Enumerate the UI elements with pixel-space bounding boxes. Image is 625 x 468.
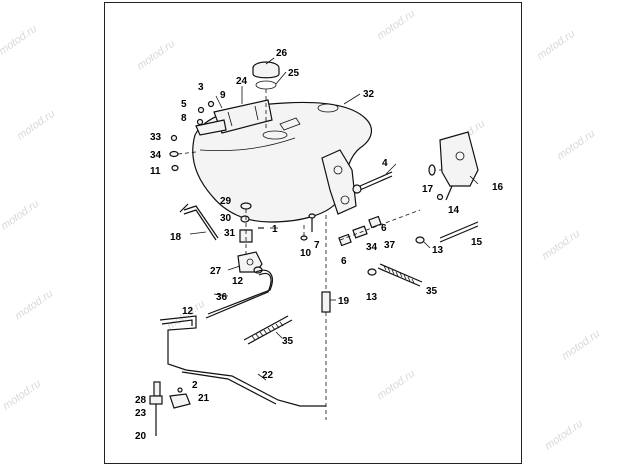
petcock-27-drawing [237,251,263,274]
callout-18: 18 [170,232,182,243]
callout-27: 27 [210,266,222,277]
callout-7: 7 [314,240,320,251]
callout-6-b: 6 [381,223,387,234]
callout-12: 12 [232,276,244,287]
small-hardware-drawing [169,100,215,172]
watermark: motod.ru [375,368,417,403]
watermark: motod.ru [540,228,582,263]
callout-16: 16 [492,182,504,193]
callout-9: 9 [220,90,226,101]
watermark: motod.ru [135,38,177,73]
hose-15-drawing [439,221,479,239]
callout-10: 10 [300,248,312,259]
callout-34: 34 [150,150,162,161]
callout-13-b: 13 [366,292,378,303]
watermark: motod.ru [375,8,417,43]
callout-11: 11 [150,166,161,177]
callout-32: 32 [363,89,375,100]
hose-35-right-drawing [377,263,423,287]
callout-8: 8 [181,113,187,124]
callout-30: 30 [220,213,232,224]
filler-cap-drawing [252,61,280,128]
screws-7-10-drawing [300,213,316,241]
front-mount-drawing [321,149,357,215]
watermark: motod.ru [555,128,597,163]
washers-29-31-drawing [239,202,253,256]
watermark: motod.ru [13,288,55,323]
callout-35-b: 35 [282,336,294,347]
callout-24: 24 [236,76,248,87]
callout-35: 35 [426,286,438,297]
callout-15: 15 [471,237,483,248]
callout-29: 29 [220,196,232,207]
callout-23: 23 [135,408,147,419]
lever-18-drawing [179,203,219,241]
callout-6: 6 [341,256,347,267]
hose-35-left-drawing [243,315,293,345]
callout-28: 28 [135,395,147,406]
hose-15-drawing [439,225,479,243]
callout-20: 20 [135,431,147,442]
screw-14-17-drawing [428,164,444,201]
leader-lines [189,57,479,381]
watermark: motod.ru [535,28,577,63]
watermark: motod.ru [15,108,57,143]
callout-13: 13 [432,245,444,256]
callout-3: 3 [198,82,204,93]
callout-22: 22 [262,370,274,381]
callout-17: 17 [422,184,434,195]
callout-14: 14 [448,205,460,216]
watermark: motod.ru [1,378,43,413]
panel-bracket-drawing [195,119,227,136]
fittings-drawing [338,209,425,276]
watermark-layer: motod.ru motod.ru motod.ru motod.ru moto… [0,8,602,453]
callout-1: 1 [272,224,278,235]
callout-26: 26 [276,48,288,59]
watermark: motod.ru [0,198,41,233]
callout-labels: 26 25 24 3 9 5 8 32 33 34 11 4 16 17 14 … [135,48,504,442]
connector-19-drawing [321,215,331,420]
callout-33: 33 [150,132,162,143]
callout-5: 5 [181,99,187,110]
callout-21: 21 [198,393,210,404]
callout-2: 2 [192,380,198,391]
callout-19: 19 [338,296,350,307]
fuel-line-36-drawing [205,272,272,319]
fuel-line-36-drawing [207,269,273,315]
callout-12-b: 12 [182,306,194,317]
bolt-4-drawing [352,171,393,194]
callout-31: 31 [224,228,236,239]
callout-25: 25 [288,68,300,79]
watermark: motod.ru [560,328,602,363]
callout-34-b: 34 [366,242,378,253]
callout-37: 37 [384,240,396,251]
callout-4: 4 [382,158,388,169]
callout-36: 36 [216,292,228,303]
watermark: motod.ru [543,418,585,453]
rear-bracket-drawing [432,131,479,201]
watermark: motod.ru [0,23,39,58]
switch-23-drawing [149,381,191,436]
cable-22-drawing [159,315,326,407]
